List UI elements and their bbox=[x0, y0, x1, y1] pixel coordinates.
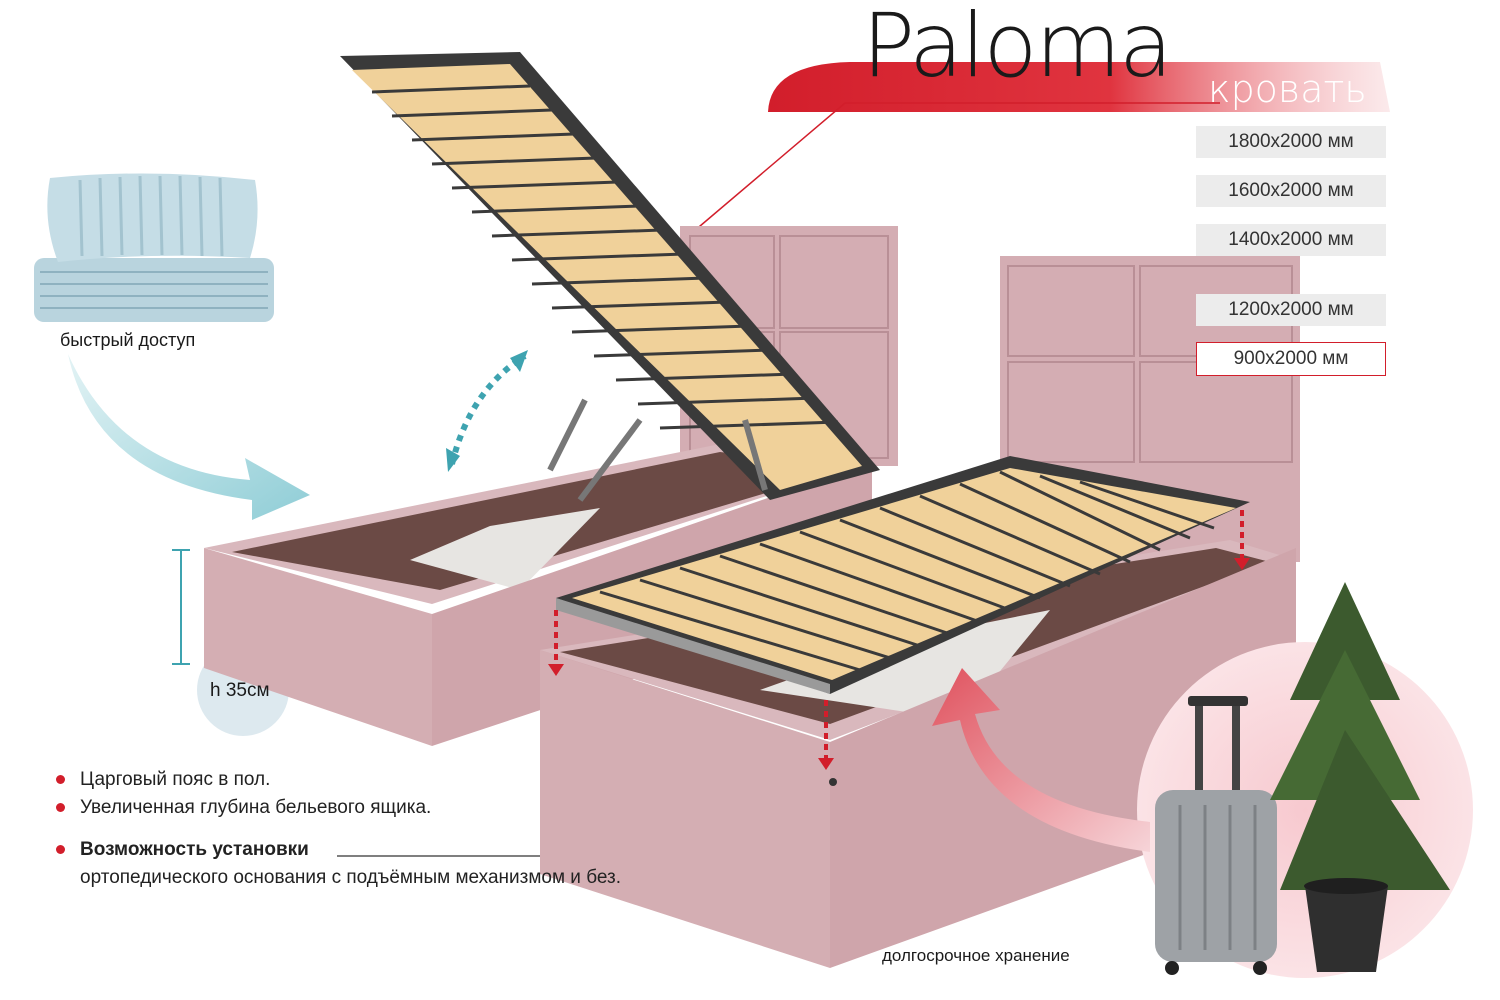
title-band bbox=[768, 62, 1390, 112]
storage-arrow bbox=[932, 668, 1150, 852]
suitcase-icon bbox=[1155, 696, 1277, 975]
feature-item: Возможность установки bbox=[56, 840, 621, 868]
height-label: h 35см bbox=[210, 680, 270, 701]
product-type-label: кровать bbox=[1208, 67, 1367, 111]
bedding-icon bbox=[34, 173, 274, 322]
quick-access-arrow bbox=[68, 354, 310, 520]
size-option-1800[interactable]: 1800x2000 мм bbox=[1196, 126, 1386, 158]
long-storage-label: долгосрочное хранение bbox=[882, 946, 1070, 965]
size-option-900-selected[interactable]: 900x2000 мм bbox=[1196, 342, 1386, 376]
leader-line-title bbox=[692, 102, 1220, 233]
size-option-1200[interactable]: 1200x2000 мм bbox=[1196, 294, 1386, 326]
feature-text: Возможность установки bbox=[80, 839, 309, 860]
height-indicator bbox=[172, 549, 190, 665]
lift-motion-arrow bbox=[449, 353, 527, 465]
tree-icon bbox=[1270, 582, 1450, 972]
size-option-1600[interactable]: 1600x2000 мм bbox=[1196, 175, 1386, 207]
feature-text: Царговый пояс в пол. bbox=[80, 769, 271, 790]
feature-list: Царговый пояс в пол. Увеличенная глубина… bbox=[56, 770, 621, 894]
bullet-icon bbox=[56, 845, 65, 854]
bullet-icon bbox=[56, 803, 65, 812]
feature-item: Царговый пояс в пол. bbox=[56, 770, 621, 798]
feature-item: Увеличенная глубина бельевого ящика. bbox=[56, 798, 621, 826]
product-title: Paloma bbox=[862, 0, 1173, 97]
bullet-icon bbox=[56, 775, 65, 784]
size-option-1400[interactable]: 1400x2000 мм bbox=[1196, 224, 1386, 256]
feature-text: Увеличенная глубина бельевого ящика. bbox=[80, 797, 432, 818]
feature-continuation: ортопедического основания с подъёмным ме… bbox=[80, 867, 622, 888]
quick-access-label: быстрый доступ bbox=[60, 330, 196, 350]
